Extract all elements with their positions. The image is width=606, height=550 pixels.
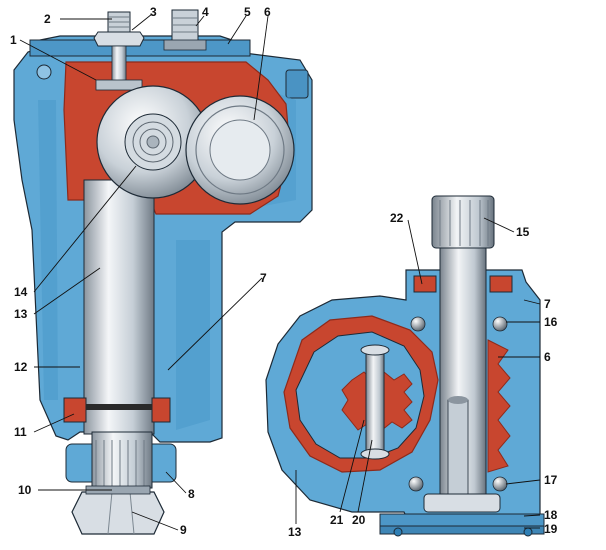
- callout-21: 21: [330, 513, 344, 527]
- roller-disc: [96, 85, 210, 199]
- callout-2: 2: [44, 12, 51, 26]
- seal-ring: [86, 404, 152, 410]
- bearing-ball: [408, 476, 424, 492]
- callout-17: 17: [544, 473, 558, 487]
- callout-labels: 1 2 3 4 5 6 7 8 9 10 11 12 13 14 15 22 7…: [10, 5, 558, 539]
- callout-3: 3: [150, 5, 157, 19]
- bearing-ball: [492, 316, 508, 332]
- bearing-ball: [410, 316, 426, 332]
- bipod-nut: [71, 485, 165, 535]
- callout-13-left: 13: [14, 307, 28, 321]
- callout-10: 10: [18, 483, 32, 497]
- callout-6-left: 6: [264, 5, 271, 19]
- bearing-ball: [492, 476, 508, 492]
- axle-head-bottom: [360, 448, 390, 460]
- callout-5: 5: [244, 5, 251, 19]
- lower-seal-right: [151, 397, 171, 423]
- callout-16: 16: [544, 315, 558, 329]
- callout-13-right: 13: [288, 525, 302, 539]
- upper-seal-left: [413, 275, 437, 293]
- axle-head-top: [360, 344, 390, 356]
- callout-14: 14: [14, 285, 28, 299]
- callout-19: 19: [544, 522, 558, 536]
- worm-teeth-right: [487, 339, 511, 473]
- roller-axle: [365, 349, 385, 455]
- bipod-arm: [65, 431, 177, 489]
- upper-seal-right: [489, 275, 513, 293]
- callout-7-left: 7: [260, 271, 267, 285]
- lower-seal-left: [63, 397, 87, 423]
- callout-9: 9: [180, 523, 187, 537]
- callout-11: 11: [14, 425, 27, 439]
- filler-plug: [163, 9, 207, 51]
- leader-lines: [19, 13, 541, 531]
- bipod-shaft: [83, 179, 155, 435]
- callout-1: 1: [10, 33, 17, 47]
- callout-22: 22: [390, 211, 404, 225]
- callout-6-right: 6: [544, 350, 551, 364]
- worm-shaft: [423, 195, 501, 513]
- callout-7-right: 7: [544, 297, 551, 311]
- callout-18: 18: [544, 508, 558, 522]
- adjusting-screw: [93, 11, 145, 91]
- callout-8: 8: [188, 487, 195, 501]
- callout-15: 15: [516, 225, 530, 239]
- callout-12: 12: [14, 360, 28, 374]
- worm-gear-left: [185, 95, 295, 205]
- callout-20: 20: [352, 513, 366, 527]
- callout-4: 4: [202, 5, 209, 19]
